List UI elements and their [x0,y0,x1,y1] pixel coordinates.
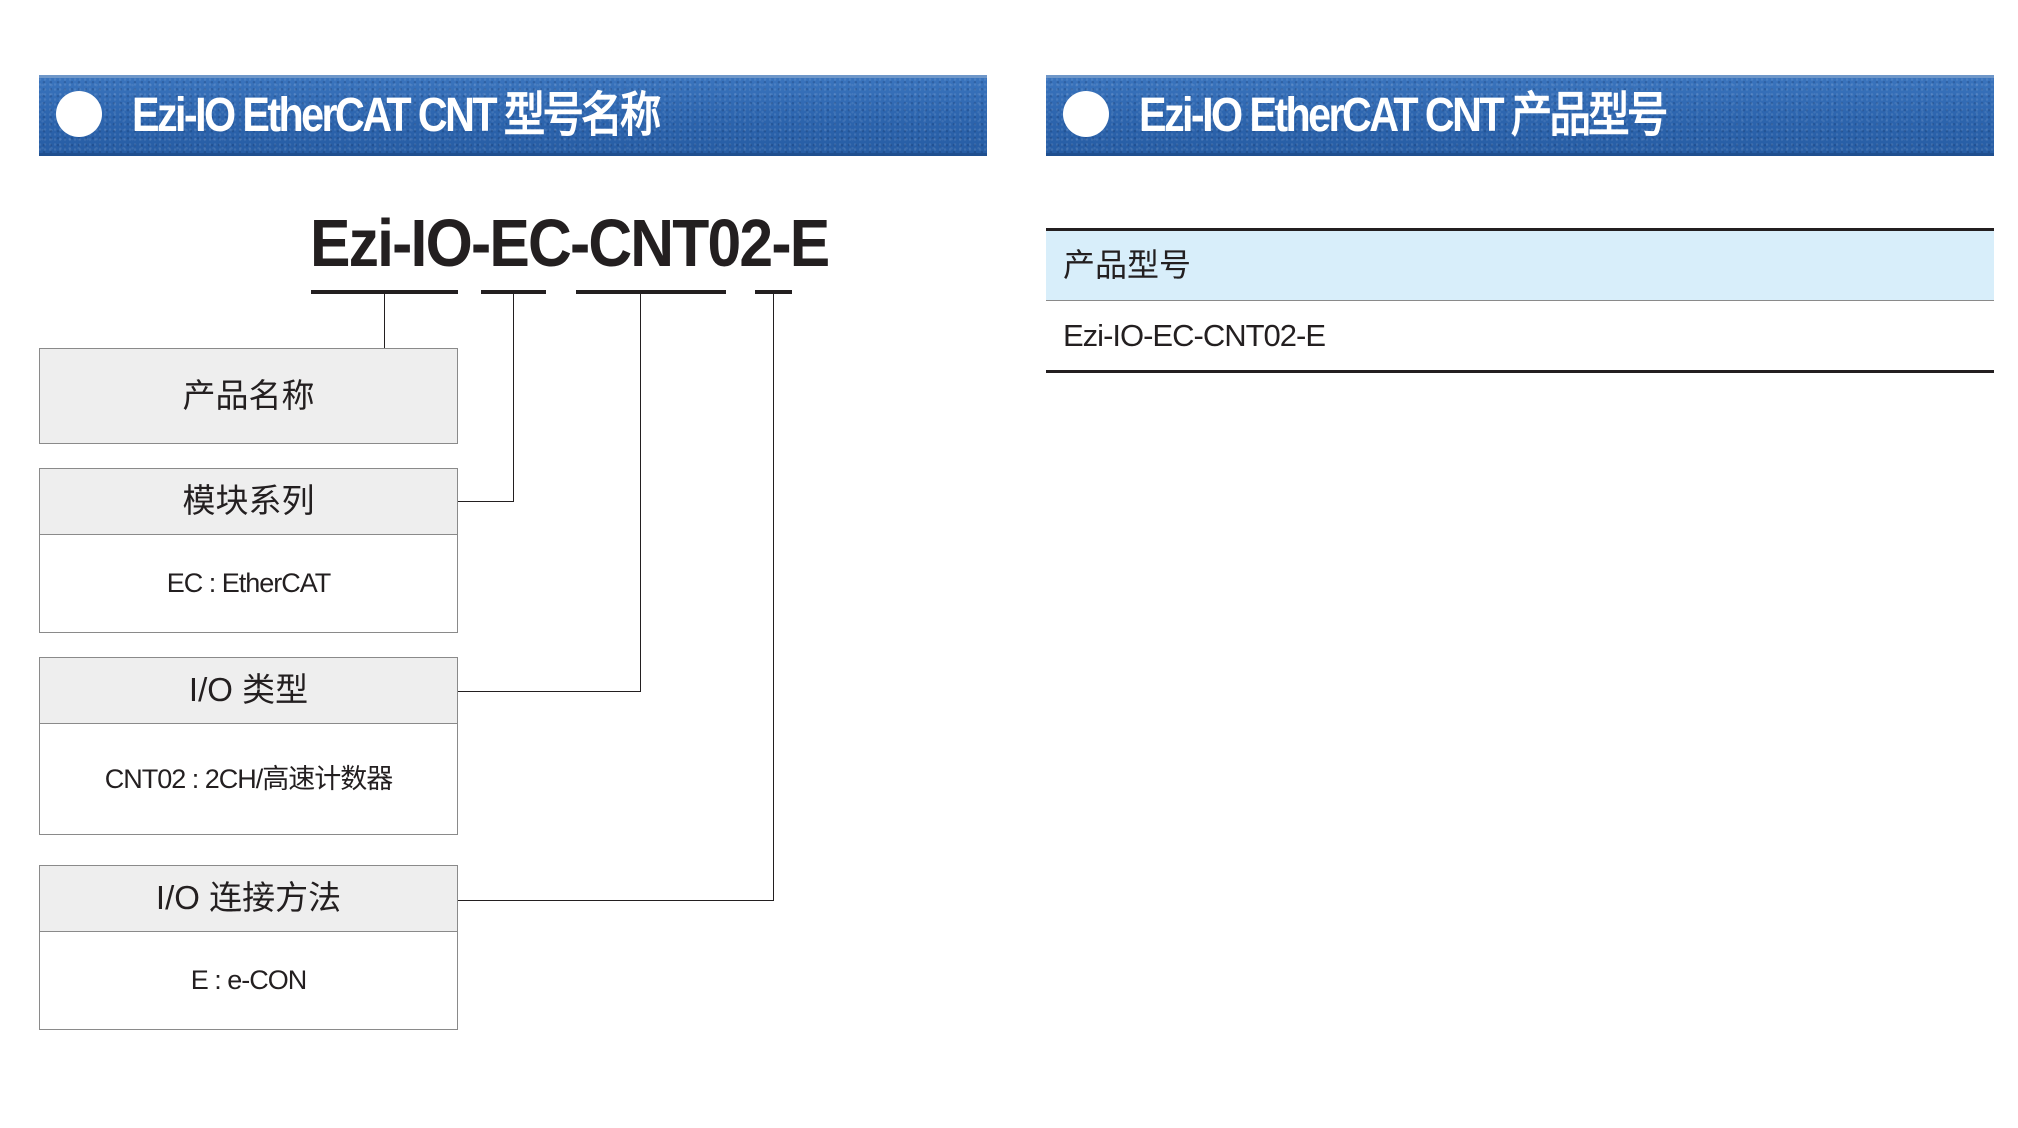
circle-bullet-icon [56,91,102,137]
product-name-box: 产品名称 [39,348,458,444]
io-type-box: I/O 类型 CNT02 : 2CH/高速计数器 [39,657,458,835]
box-label: I/O 类型 [40,658,457,724]
connector-line [384,294,385,348]
naming-section-title: Ezi-IO EtherCAT CNT 型号名称 [132,89,661,142]
box-label: 产品名称 [40,349,457,443]
box-label: 模块系列 [40,469,457,535]
circle-bullet-icon [1063,91,1109,137]
connector-line [458,691,641,692]
connector-line [458,501,514,502]
product-model-table: 产品型号 Ezi-IO-EC-CNT02-E [1046,228,1994,373]
module-series-box: 模块系列 EC : EtherCAT [39,468,458,633]
table-row: Ezi-IO-EC-CNT02-E [1046,301,1994,373]
table-header: 产品型号 [1046,228,1994,301]
box-value: EC : EtherCAT [166,568,332,598]
box-value: CNT02 : 2CH/高速计数器 [104,764,394,794]
segment-underline-io-type [576,290,726,294]
connector-line [513,294,514,501]
segment-underline-module-series [481,290,546,294]
product-section-title: Ezi-IO EtherCAT CNT 产品型号 [1139,89,1668,142]
connector-line [458,900,774,901]
naming-section-banner: Ezi-IO EtherCAT CNT 型号名称 [39,75,987,156]
segment-underline-io-connection [755,290,792,294]
io-connection-box: I/O 连接方法 E : e-CON [39,865,458,1030]
model-code: Ezi-IO-EC-CNT02-E [310,206,830,281]
connector-line [640,294,641,691]
product-section-banner: Ezi-IO EtherCAT CNT 产品型号 [1046,75,1994,156]
box-label: I/O 连接方法 [40,866,457,932]
box-value: E : e-CON [190,965,308,995]
connector-line [773,294,774,900]
segment-underline-product-name [311,290,458,294]
